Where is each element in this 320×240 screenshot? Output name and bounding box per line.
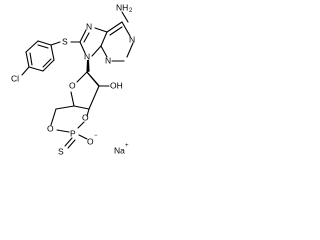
bond-ar-3 — [25, 51, 30, 68]
wedge-c1-n9 — [86, 60, 90, 73]
label-s-thio: S — [62, 36, 68, 46]
chemical-structure-diagram: NH 2 N N N N S Cl O OH O O P S O − Na + — [11, 2, 135, 156]
bond-c5prime-o5 — [50, 108, 57, 126]
label-n3: N — [105, 55, 111, 65]
label-nh2: NH — [116, 2, 128, 12]
bond-ar-5-inner — [42, 58, 52, 68]
bond-ar-5 — [42, 59, 55, 72]
bond-o5-p — [56, 129, 70, 133]
bond-p-ominus — [78, 134, 88, 140]
label-o3: O — [82, 112, 89, 122]
bond-c5-n7 — [94, 27, 108, 33]
bond-ar-2 — [25, 40, 39, 53]
bond-s-aryl — [50, 41, 61, 46]
bond-p-o3 — [77, 121, 85, 129]
bond-ar-1 — [37, 40, 52, 46]
bond-n7-c8 — [79, 29, 87, 43]
label-n1: N — [129, 34, 135, 44]
bond-ar-4 — [28, 66, 44, 72]
bond-c8-n9 — [79, 41, 86, 54]
label-o5: O — [47, 123, 54, 133]
bond-c4-c3 — [73, 105, 90, 110]
label-oh: OH — [110, 80, 123, 90]
bond-c1-o4 — [76, 71, 88, 83]
bond-n9-c4 — [91, 45, 102, 57]
bond-lines — [21, 11, 134, 149]
bond-n7-c8-double — [83, 32, 90, 43]
label-o-minus: O — [87, 136, 94, 146]
bond-c3-c2 — [88, 85, 100, 110]
bond-ar-3-inner — [29, 52, 33, 66]
label-sodium-charge: + — [125, 143, 129, 149]
label-p: P — [70, 128, 76, 138]
bond-p-s-double-1 — [64, 137, 73, 147]
label-n9: N — [84, 51, 90, 61]
bond-ar-1-inner — [37, 44, 49, 49]
label-s-p: S — [58, 146, 64, 156]
bond-ar-cl — [21, 66, 30, 76]
bond-n3-c4 — [100, 45, 108, 58]
bond-n1-c2 — [126, 42, 134, 58]
label-sodium: Na — [114, 145, 125, 155]
bond-ar-6 — [50, 44, 55, 61]
bond-o4-c4 — [70, 91, 75, 107]
bond-c6-n1 — [121, 21, 131, 37]
bond-c5-c6-double — [109, 26, 123, 36]
bond-p-s-double-2 — [67, 139, 76, 149]
label-n7: N — [86, 21, 92, 31]
wedge-c2-c1-front — [87, 73, 100, 86]
label-nh2-subscript: 2 — [129, 8, 133, 14]
label-o-minus-charge: − — [94, 133, 98, 139]
bond-c6-nh2 — [121, 11, 129, 23]
bond-c5-c6 — [106, 21, 123, 33]
label-cl: Cl — [11, 73, 19, 83]
bond-c4-c5 — [100, 31, 108, 47]
bond-o3-c3 — [86, 108, 90, 117]
bond-c4-c5prime — [55, 105, 75, 110]
label-o-ring: O — [69, 80, 76, 90]
